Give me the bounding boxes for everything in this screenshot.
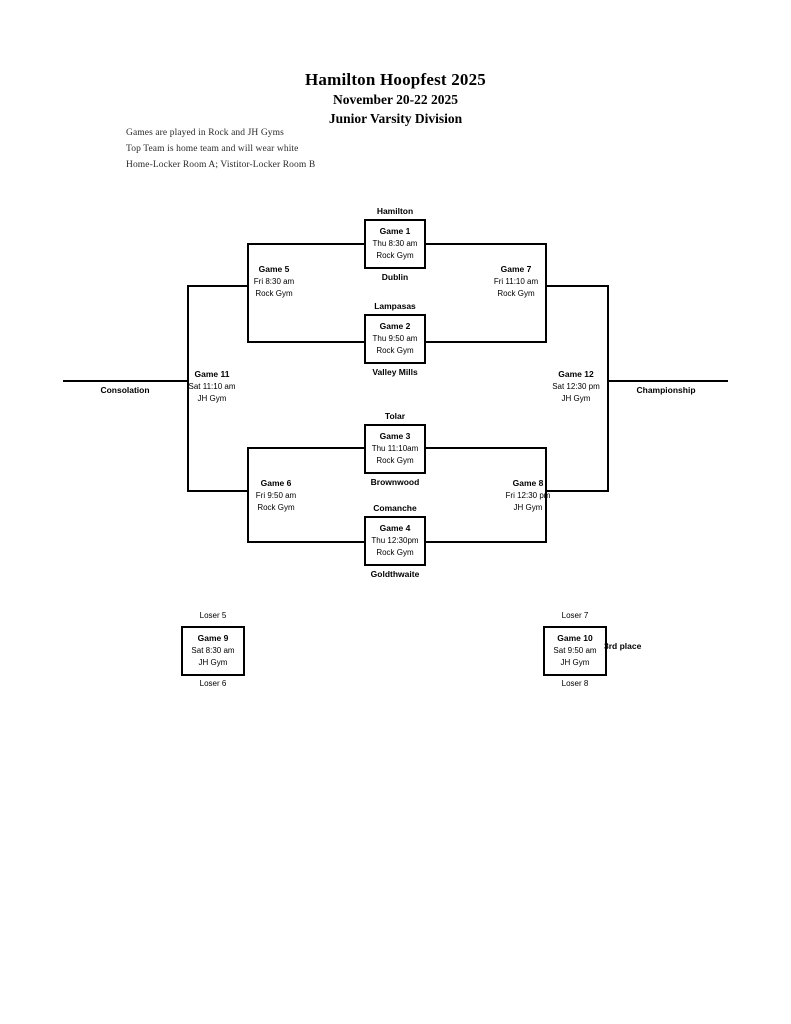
- game7-block[interactable]: Game 7 Fri 11:10 am Rock Gym: [461, 263, 571, 300]
- game-box-9[interactable]: Game 9 Sat 8:30 am JH Gym: [181, 626, 245, 676]
- game8-block[interactable]: Game 8 Fri 12:30 pm JH Gym: [473, 477, 583, 514]
- game5-name: Game 5: [258, 264, 290, 274]
- game8-arm-top: [425, 447, 547, 449]
- seed-label-loser7: Loser 7: [561, 611, 589, 620]
- team-label-comanche: Comanche: [373, 503, 417, 513]
- game4-name: Game 4: [379, 523, 411, 533]
- game-box-3[interactable]: Game 3 Thu 11:10am Rock Gym: [364, 424, 426, 474]
- game6-arm-bottom: [247, 541, 365, 543]
- division-title: Junior Varsity Division: [328, 111, 463, 126]
- note-line-1: Games are played in Rock and JH Gyms: [126, 128, 284, 138]
- game8-venue: JH Gym: [513, 503, 543, 512]
- game11-arm-top: [187, 285, 249, 287]
- game11-name: Game 11: [194, 369, 230, 379]
- team-label-valley-mills: Valley Mills: [372, 367, 418, 377]
- game9-time: Sat 8:30 am: [191, 646, 235, 655]
- game11-time: Sat 11:10 am: [188, 382, 236, 391]
- game12-block[interactable]: Game 12 Sat 12:30 pm JH Gym: [521, 368, 631, 405]
- game12-arm-top: [545, 285, 609, 287]
- game12-venue: JH Gym: [561, 394, 591, 403]
- game5-venue: Rock Gym: [255, 289, 293, 298]
- third-place-label: 3rd place: [604, 641, 642, 651]
- seed-label-loser6: Loser 6: [199, 679, 227, 688]
- game7-arm-bottom: [425, 341, 547, 343]
- team-label-brownwood: Brownwood: [370, 477, 420, 487]
- team-label-tolar: Tolar: [384, 411, 406, 421]
- game7-venue: Rock Gym: [497, 289, 535, 298]
- game12-spine: [607, 285, 609, 492]
- game3-time: Thu 11:10am: [371, 444, 419, 453]
- team-label-hamilton: Hamilton: [376, 206, 414, 216]
- game5-arm-bottom: [247, 341, 365, 343]
- game-box-4[interactable]: Game 4 Thu 12:30pm Rock Gym: [364, 516, 426, 566]
- game5-time: Fri 8:30 am: [253, 277, 295, 286]
- game4-time: Thu 12:30pm: [371, 536, 419, 545]
- game12-arm-bottom: [545, 490, 609, 492]
- game6-arm-top: [247, 447, 365, 449]
- game7-time: Fri 11:10 am: [493, 277, 539, 286]
- game6-block[interactable]: Game 6 Fri 9:50 am Rock Gym: [221, 477, 331, 514]
- page-title: Hamilton Hoopfest 2025: [304, 70, 486, 89]
- game5-arm-top: [247, 243, 365, 245]
- team-label-dublin: Dublin: [381, 272, 409, 282]
- game3-name: Game 3: [379, 431, 411, 441]
- game1-name: Game 1: [379, 226, 411, 236]
- game2-venue: Rock Gym: [376, 346, 414, 355]
- game8-arm-bottom: [425, 541, 547, 543]
- game4-venue: Rock Gym: [376, 548, 414, 557]
- game6-venue: Rock Gym: [257, 503, 295, 512]
- game12-time: Sat 12:30 pm: [552, 382, 600, 391]
- game11-block[interactable]: Game 11 Sat 11:10 am JH Gym: [157, 368, 267, 405]
- team-label-lampasas: Lampasas: [374, 301, 416, 311]
- game9-name: Game 9: [197, 633, 229, 643]
- event-dates: November 20-22 2025: [333, 92, 458, 107]
- game8-time: Fri 12:30 pm: [505, 491, 551, 500]
- game1-venue: Rock Gym: [376, 251, 414, 260]
- seed-label-loser5: Loser 5: [199, 611, 227, 620]
- game7-spine: [545, 243, 547, 343]
- seed-label-loser8: Loser 8: [561, 679, 589, 688]
- consolation-line: [63, 380, 189, 382]
- game11-spine: [187, 285, 189, 492]
- game10-name: Game 10: [557, 633, 593, 643]
- team-label-goldthwaite: Goldthwaite: [370, 569, 420, 579]
- game11-arm-bottom: [187, 490, 249, 492]
- game10-venue: JH Gym: [560, 658, 590, 667]
- game2-name: Game 2: [379, 321, 411, 331]
- game-box-2[interactable]: Game 2 Thu 9:50 am Rock Gym: [364, 314, 426, 364]
- game-box-1[interactable]: Game 1 Thu 8:30 am Rock Gym: [364, 219, 426, 269]
- game6-name: Game 6: [260, 478, 292, 488]
- game8-name: Game 8: [512, 478, 544, 488]
- game1-time: Thu 8:30 am: [372, 239, 418, 248]
- game6-spine: [247, 447, 249, 543]
- game9-venue: JH Gym: [198, 658, 228, 667]
- game7-name: Game 7: [500, 264, 532, 274]
- game11-venue: JH Gym: [197, 394, 227, 403]
- game12-name: Game 12: [558, 369, 594, 379]
- game-box-10[interactable]: Game 10 Sat 9:50 am JH Gym: [543, 626, 607, 676]
- game6-time: Fri 9:50 am: [255, 491, 297, 500]
- game5-spine: [247, 243, 249, 343]
- game10-time: Sat 9:50 am: [553, 646, 597, 655]
- consolation-label: Consolation: [100, 385, 150, 395]
- championship-label: Championship: [636, 385, 696, 395]
- game8-spine: [545, 447, 547, 543]
- note-line-3: Home-Locker Room A; Vistitor-Locker Room…: [126, 160, 316, 170]
- championship-line: [607, 380, 728, 382]
- game7-arm-top: [425, 243, 547, 245]
- game2-time: Thu 9:50 am: [372, 334, 418, 343]
- note-line-2: Top Team is home team and will wear whit…: [126, 144, 299, 154]
- game3-venue: Rock Gym: [376, 456, 414, 465]
- game5-block[interactable]: Game 5 Fri 8:30 am Rock Gym: [219, 263, 329, 300]
